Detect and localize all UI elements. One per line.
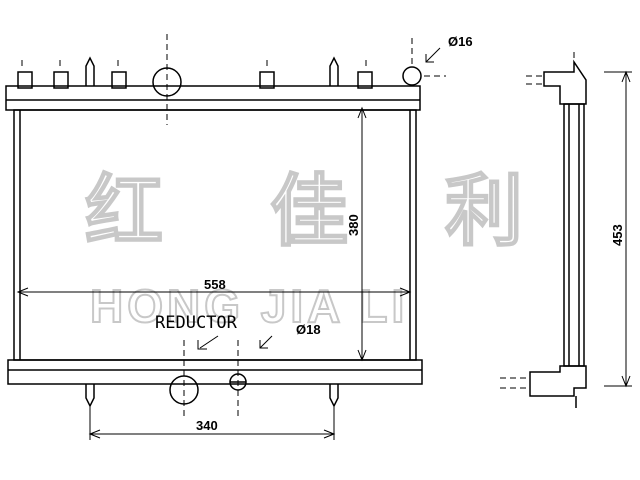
top-outlet-pipe (402, 66, 422, 86)
watermark-char-3: 利 (445, 167, 523, 257)
dim-pipe-bottom-label: Ø18 (296, 322, 321, 337)
dimension-lines (16, 47, 441, 440)
side-core (563, 103, 585, 367)
top-tab (17, 71, 33, 89)
watermark-char-2: 佳 (270, 167, 348, 257)
top-inlet-pipe (152, 67, 182, 97)
top-tank (5, 85, 421, 111)
radiator-side-view (529, 59, 587, 408)
dim-pipe-top-label: Ø16 (448, 34, 473, 49)
top-tab (259, 71, 275, 89)
bottom-tank (7, 359, 423, 385)
watermark-latin: HONG JIA LI (90, 280, 408, 332)
side-bottom-fitting (529, 365, 587, 397)
side-center-lines (500, 52, 575, 389)
top-tab (53, 71, 69, 89)
top-mount-tabs (17, 56, 373, 89)
dim-bottom-spacing-label: 340 (196, 418, 218, 433)
bottom-pin-right (329, 384, 339, 408)
dim-core-width-label: 558 (204, 277, 226, 292)
top-pin (85, 56, 95, 86)
side-dimension (604, 70, 632, 388)
top-tab (111, 71, 127, 89)
top-pin (329, 56, 339, 86)
side-top-fitting (543, 59, 587, 105)
dim-core-height-label: 380 (346, 214, 361, 236)
reductor-label: REDUCTOR (155, 313, 238, 333)
dim-total-height-label: 453 (610, 224, 625, 246)
bottom-pin-left (85, 384, 95, 408)
watermark-char-1: 红 (85, 167, 163, 257)
top-tab (357, 71, 373, 89)
watermark: 红 佳 利 HONG JIA LI (84, 166, 524, 333)
center-lines (21, 34, 446, 420)
